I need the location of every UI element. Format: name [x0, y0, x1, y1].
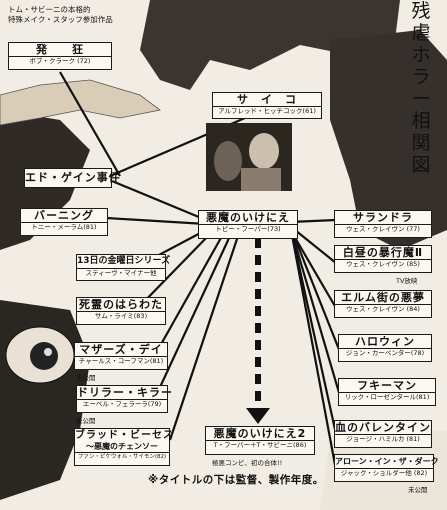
sub-evildead: サム・ライミ(83) [77, 311, 165, 321]
title-friday: 13日の金曜日シリーズ [77, 256, 171, 266]
sub-sequel: T・フーパー＋T・サビーニ(86) [206, 440, 314, 450]
title-burning: バーニング [34, 209, 94, 222]
title-elm: エルム街の悪夢 [341, 291, 425, 304]
box-main: 悪魔のいけにえ トビー・フーパー(73) [198, 210, 298, 239]
title-shirage: 白昼の暴行魔Ⅱ [342, 246, 424, 259]
dark-backdrop-top [140, 0, 400, 90]
sub-friday: スティーヴ・マイナー他 [77, 268, 165, 278]
sub-shirage: ウェス・クレイヴン (85) [335, 259, 431, 269]
box-driller: ドリラー・キラー エーベル・フェラーラ(79) [76, 385, 173, 413]
sub-bloody: ファン・ピケウォル・サイモン(82) [75, 452, 169, 462]
note-bloody-unreleased: 未公開 [76, 417, 96, 425]
box-mothers: マザーズ・デイ チャールス・コーフマン(81) [74, 342, 168, 370]
credit-text: トム・サビーニの本格的 特殊メイク・スタッフ参加作品 [8, 5, 113, 25]
title-main: 悪魔のいけにえ [206, 211, 290, 224]
sub-alone: ジャック・ショルダー他 (82) [335, 468, 433, 478]
box-gein: エド・ゲイン事件 [24, 168, 121, 188]
title-gein: エド・ゲイン事件 [25, 171, 121, 184]
title-halloween: ハロウィン [355, 335, 415, 348]
box-friday: 13日の金曜日シリーズ スティーヴ・マイナー他 [76, 254, 171, 281]
box-bloody: ブラッド・ビーセス 〜悪魔のチェンソー ファン・ピケウォル・サイモン(82) [74, 428, 174, 466]
title-hakkyo: 発 狂 [36, 43, 84, 56]
movie-still-photo [206, 123, 292, 191]
sub-burning: トニー・メーラム(81) [21, 222, 107, 232]
title-evildead: 死霊のはらわた [79, 298, 163, 311]
photo-art [206, 123, 292, 191]
note-alone-unreleased: 未公開 [408, 486, 428, 494]
sub-mothers: チャールス・コーフマン(81) [75, 356, 167, 366]
title-valentine: 血のバレンタイン [335, 421, 431, 434]
credit-line-2: 特殊メイク・スタッフ参加作品 [8, 15, 113, 24]
box-shirage: 白昼の暴行魔Ⅱ ウェス・クレイヴン (85) [334, 245, 432, 273]
hand-silhouette [0, 79, 161, 126]
box-fukiman: フキーマン リック・ローゼンタール(81) [338, 378, 436, 406]
title-bloody: ブラッド・ビーセス [75, 430, 174, 441]
box-sequel: 悪魔のいけにえ2 T・フーパー＋T・サビーニ(86) [205, 426, 315, 455]
title-mothers: マザーズ・デイ [79, 343, 163, 356]
box-psycho: サ イ コ アルフレッド・ヒッチコック(61) [212, 92, 322, 119]
box-evildead: 死霊のはらわた サム・ライミ(83) [76, 297, 166, 325]
title-alone: アローン・イン・ザ・ダーク [335, 457, 439, 466]
box-valentine: 血のバレンタイン ジョージ・ハミルカ (81) [334, 420, 432, 448]
note-mothers-unreleased: 未公開 [76, 374, 96, 382]
footnote: ※タイトルの下は監督、製作年度。 [148, 474, 324, 486]
sub-driller: エーベル・フェラーラ(79) [77, 399, 167, 409]
sub-elm: ウェス・クレイヴン (84) [335, 304, 431, 314]
sub-valentine: ジョージ・ハミルカ (81) [335, 434, 431, 444]
vertical-title: 残虐ホラー相関図 [411, 0, 431, 176]
sub-sarandora: ウェス・クレイヴン (77) [335, 224, 431, 234]
note-sequel-caption: 極悪コンビ、初の合体!! [212, 459, 283, 467]
sub-fukiman: リック・ローゼンタール(81) [339, 392, 435, 402]
box-elm: エルム街の悪夢 ウェス・クレイヴン (84) [334, 290, 432, 318]
sub-halloween: ジョン・カーペンター(78) [339, 348, 431, 358]
box-burning: バーニング トニー・メーラム(81) [20, 208, 108, 236]
note-tv: TV放映 [396, 277, 418, 285]
box-sarandora: サランドラ ウェス・クレイヴン (77) [334, 210, 432, 238]
title-psycho: サ イ コ [237, 93, 297, 106]
title-sequel: 悪魔のいけにえ2 [213, 427, 307, 440]
box-halloween: ハロウィン ジョン・カーペンター(78) [338, 334, 432, 362]
sub-hakkyo: ボブ・クラーク (72) [9, 56, 111, 66]
box-hakkyo: 発 狂 ボブ・クラーク (72) [8, 42, 112, 70]
title-driller: ドリラー・キラー [77, 386, 173, 399]
sequel-arrowhead [246, 408, 270, 424]
title-sarandora: サランドラ [353, 211, 413, 224]
box-alone: アローン・イン・ザ・ダーク ジャック・ショルダー他 (82) [334, 454, 439, 482]
sub-psycho: アルフレッド・ヒッチコック(61) [213, 106, 321, 116]
title2-bloody: 〜悪魔のチェンソー [86, 442, 158, 451]
dark-backdrop-right [330, 30, 447, 250]
sub-main: トビー・フーパー(73) [199, 224, 297, 234]
eye-highlight [44, 348, 52, 356]
eye-pupil [30, 342, 58, 370]
title-fukiman: フキーマン [357, 379, 417, 392]
credit-line-1: トム・サビーニの本格的 [8, 5, 91, 14]
